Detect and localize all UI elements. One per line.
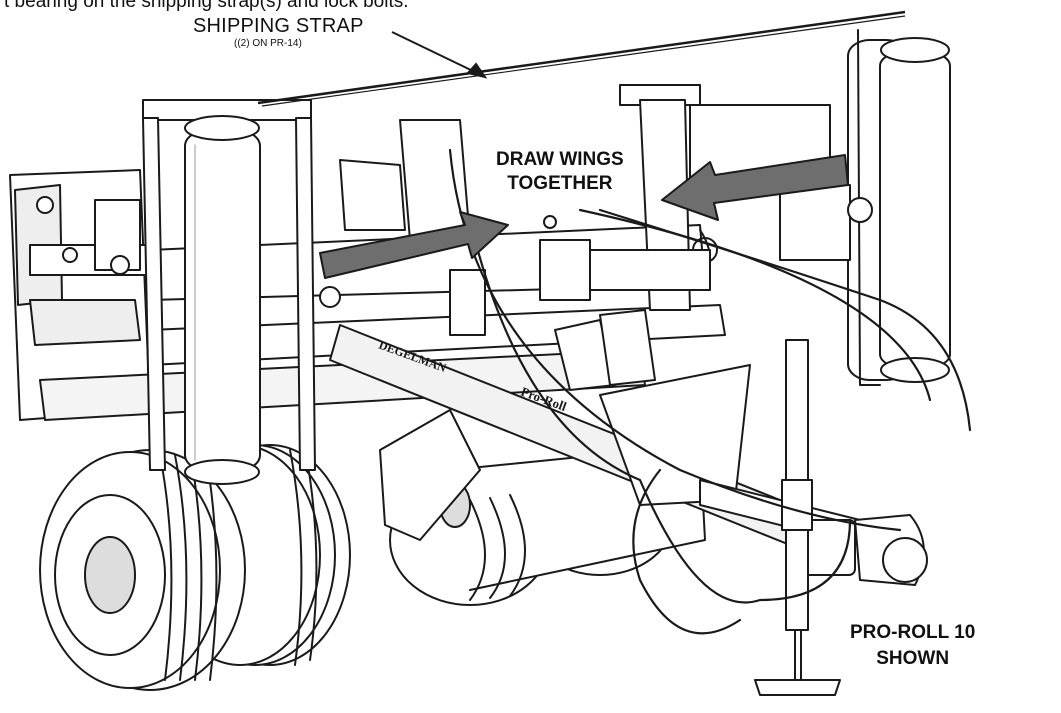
model-callout: PRO-ROLL 10 SHOWN bbox=[850, 620, 975, 672]
shipping-strap-label: SHIPPING STRAP bbox=[193, 15, 364, 37]
right-strap-frame bbox=[847, 29, 951, 386]
center-brackets bbox=[319, 119, 656, 391]
model-line-2: SHOWN bbox=[876, 648, 950, 669]
jack-stand bbox=[754, 339, 841, 696]
draw-wings-callout: DRAW WINGS TOGETHER bbox=[496, 148, 624, 196]
intro-text: t bearing on the shipping strap(s) and l… bbox=[4, 0, 409, 12]
strap-leader bbox=[391, 31, 488, 79]
hydraulic-hoses bbox=[448, 148, 972, 635]
left-hydraulic-cluster bbox=[9, 169, 151, 421]
shipping-strap bbox=[257, 10, 906, 107]
draw-wings-line-1: DRAW WINGS bbox=[496, 149, 624, 170]
left-pointing-arrow bbox=[661, 154, 849, 221]
draw-wings-line-2: TOGETHER bbox=[507, 173, 613, 194]
left-strap-frame bbox=[142, 99, 316, 485]
right-pointing-arrow bbox=[319, 211, 509, 279]
left-wheel-assembly bbox=[39, 444, 351, 691]
model-line-1: PRO-ROLL 10 bbox=[850, 622, 976, 643]
shipping-strap-sublabel: ((2) ON PR-14) bbox=[234, 38, 302, 49]
